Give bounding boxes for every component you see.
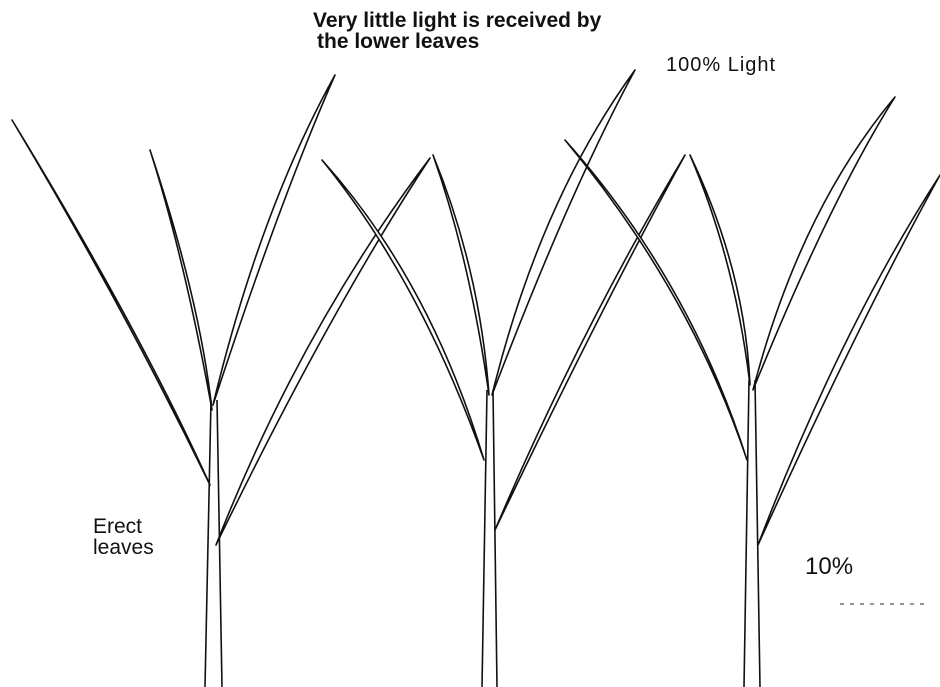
erect-leaves-line-2: leaves — [93, 536, 154, 559]
plant-3-leaf-inner-left — [690, 155, 750, 385]
plant-1 — [12, 75, 430, 687]
plant-2-stem — [482, 390, 497, 687]
plant-1-leaf-upper-right — [213, 75, 335, 405]
plant-2-leaf-upper-right — [492, 70, 635, 395]
plant-3-stem — [744, 380, 760, 687]
plant-2-leaf-long-right — [495, 155, 685, 530]
plant-3 — [565, 97, 940, 687]
plant-1-leaf-long-right — [216, 158, 430, 545]
full-light-label: 100% Light — [666, 55, 776, 75]
erect-leaves-label: Erect leaves — [93, 516, 154, 558]
top-annotation: Very little light is received by the low… — [313, 10, 601, 52]
plant-3-leaf-long-right — [758, 175, 940, 545]
erect-leaves-line-1: Erect — [93, 515, 142, 538]
plant-1-leaf-far-left — [12, 120, 210, 485]
top-annotation-line-2: the lower leaves — [313, 31, 601, 52]
low-light-label: 10% — [805, 555, 853, 579]
top-annotation-line-1: Very little light is received by — [313, 9, 601, 32]
plant-2-leaf-inner-left — [433, 155, 489, 395]
plant-1-stem — [205, 400, 222, 687]
plant-3-leaf-far-left — [565, 140, 747, 460]
plant-3-leaf-upper-right — [753, 97, 895, 390]
plant-2-leaf-far-left — [322, 160, 484, 460]
plant-1-leaf-inner-left — [150, 150, 212, 410]
plant-2 — [322, 70, 685, 687]
